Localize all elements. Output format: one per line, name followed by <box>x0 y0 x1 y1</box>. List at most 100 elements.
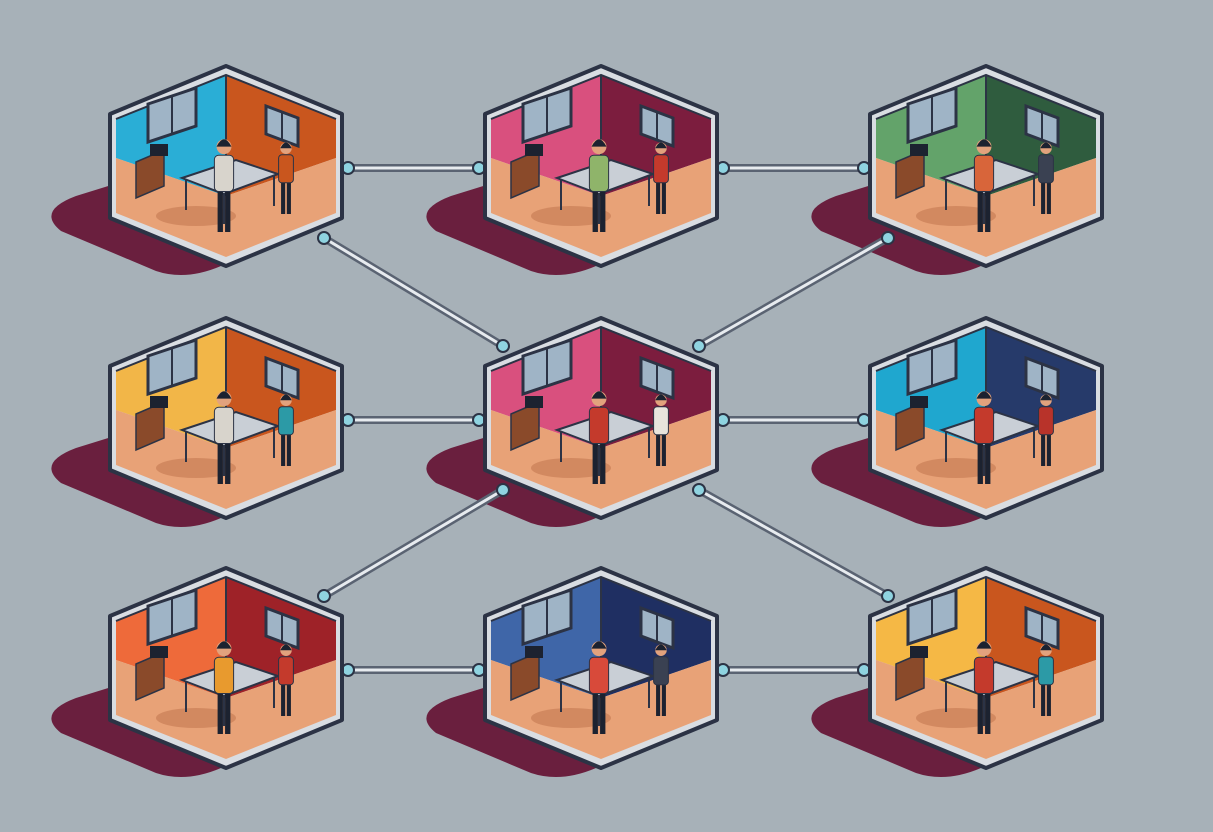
room-top-left <box>108 64 344 268</box>
monitor <box>150 646 168 658</box>
room-top-center <box>483 64 719 268</box>
person-torso <box>588 154 610 192</box>
monitor <box>525 144 543 156</box>
connectors-layer <box>317 161 895 677</box>
link-middle-center-to-bottom-right <box>692 483 895 603</box>
window <box>521 587 573 647</box>
monitor <box>910 646 928 658</box>
person-torso <box>1038 154 1054 184</box>
floor-stain <box>531 708 611 728</box>
window <box>906 587 958 647</box>
monitor <box>910 144 928 156</box>
person-leg <box>656 433 661 466</box>
window <box>146 337 198 397</box>
person-leg <box>286 683 291 716</box>
person-torso <box>973 656 995 694</box>
person-leg <box>1041 683 1046 716</box>
person-hair <box>1040 644 1052 651</box>
person-leg <box>1041 433 1046 466</box>
person-standing <box>653 394 669 466</box>
person-leg <box>217 691 223 734</box>
person-leg <box>656 181 661 214</box>
person-leg <box>1046 683 1051 716</box>
floor-stain <box>156 206 236 226</box>
link-top-left-to-top-center <box>341 161 486 175</box>
link-top-left-to-middle-center <box>317 231 510 353</box>
monitor <box>910 396 928 408</box>
person-leg <box>600 691 606 734</box>
person-hair <box>591 139 607 147</box>
room-top-right <box>868 64 1104 268</box>
person-leg <box>225 441 231 484</box>
link-middle-left-to-middle-center <box>341 413 486 427</box>
connector-node <box>881 589 895 603</box>
person-leg <box>600 441 606 484</box>
connector-highlight <box>697 236 890 348</box>
person-leg <box>985 691 991 734</box>
person-leg <box>592 691 598 734</box>
link-bottom-center-to-bottom-right <box>716 663 871 677</box>
person-leg <box>977 691 983 734</box>
person-hair <box>280 142 292 149</box>
person-torso <box>278 154 294 184</box>
person-leg <box>217 441 223 484</box>
person-standing <box>973 139 995 232</box>
person-leg <box>600 189 606 232</box>
person-torso <box>213 154 235 192</box>
person-leg <box>1046 433 1051 466</box>
person-standing <box>278 142 294 214</box>
person-leg <box>985 441 991 484</box>
floor-stain <box>156 708 236 728</box>
floor-stain <box>531 458 611 478</box>
person-leg <box>1041 181 1046 214</box>
link-top-right-to-middle-center <box>692 231 895 353</box>
room-middle-left <box>108 316 344 520</box>
person-leg <box>661 181 666 214</box>
person-hair <box>655 394 667 401</box>
person-torso <box>973 154 995 192</box>
person-standing <box>278 644 294 716</box>
person-standing <box>213 139 235 232</box>
person-leg <box>225 691 231 734</box>
person-standing <box>213 391 235 484</box>
person-standing <box>278 394 294 466</box>
person-leg <box>281 683 286 716</box>
person-leg <box>592 189 598 232</box>
person-leg <box>281 181 286 214</box>
window <box>146 587 198 647</box>
link-middle-center-to-middle-right <box>716 413 871 427</box>
window <box>1024 103 1060 149</box>
person-hair <box>280 394 292 401</box>
window <box>639 605 675 651</box>
person-hair <box>976 139 992 147</box>
floor-stain <box>531 206 611 226</box>
rooms-layer <box>108 64 1104 770</box>
window <box>264 355 300 401</box>
person-hair <box>1040 394 1052 401</box>
person-hair <box>655 142 667 149</box>
person-hair <box>216 641 232 649</box>
room-middle-center <box>483 316 719 520</box>
person-leg <box>592 441 598 484</box>
window <box>906 337 958 397</box>
person-standing <box>973 641 995 734</box>
floor-stain <box>916 458 996 478</box>
person-torso <box>1038 656 1054 686</box>
monitor <box>525 646 543 658</box>
window <box>1024 605 1060 651</box>
window <box>264 605 300 651</box>
connector-node <box>496 483 510 497</box>
person-torso <box>588 656 610 694</box>
person-leg <box>217 189 223 232</box>
connector-node <box>317 231 331 245</box>
window <box>264 103 300 149</box>
person-hair <box>280 644 292 651</box>
connector-highlight <box>697 488 890 598</box>
window <box>639 103 675 149</box>
connector-highlight <box>322 488 505 598</box>
person-leg <box>286 433 291 466</box>
person-leg <box>225 189 231 232</box>
connector-node <box>881 231 895 245</box>
connector-node <box>692 339 706 353</box>
